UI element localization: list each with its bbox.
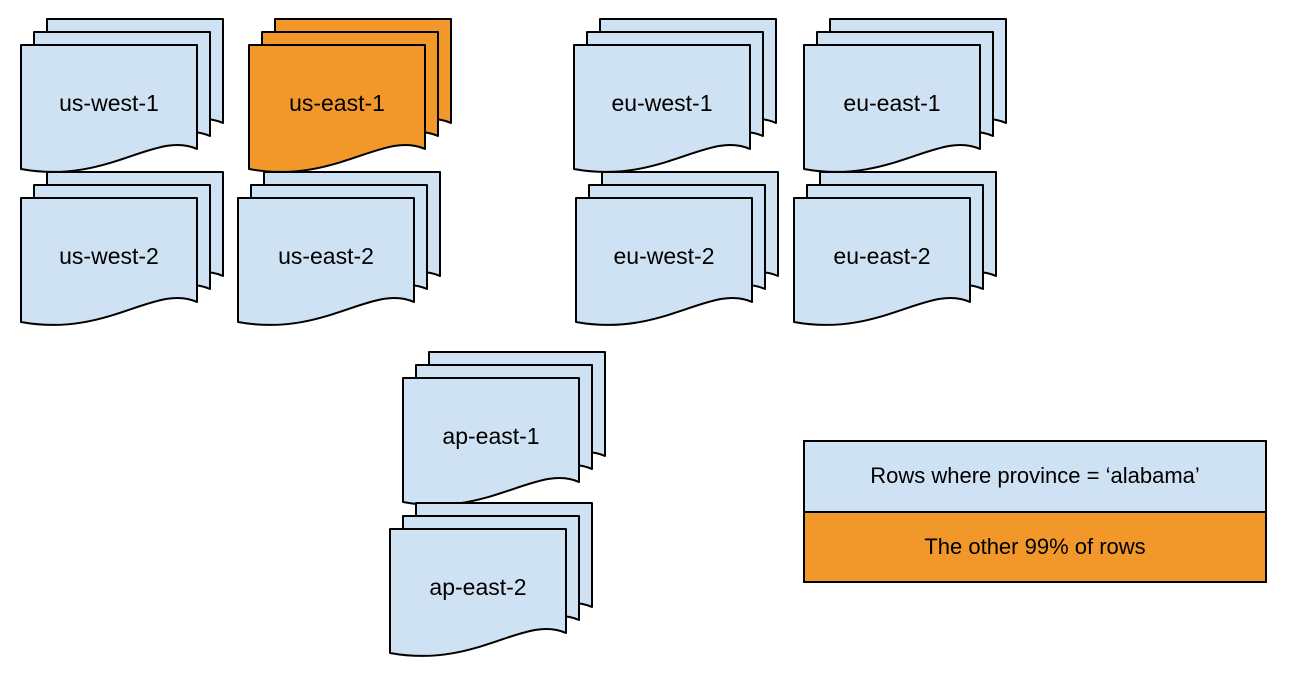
document-stack-icon — [20, 171, 224, 326]
region-label-eu-east-1: eu-east-1 — [843, 90, 941, 116]
region-label-us-west-2: us-west-2 — [59, 243, 159, 269]
document-stack-icon — [793, 171, 997, 326]
region-doc-stack-us-east-2: us-east-2 — [237, 171, 441, 327]
region-label-us-west-1: us-west-1 — [59, 90, 159, 116]
region-doc-stack-us-east-1: us-east-1 — [248, 18, 452, 174]
region-label-us-east-2: us-east-2 — [278, 243, 374, 269]
region-label-eu-west-2: eu-west-2 — [613, 243, 715, 269]
region-label-eu-east-2: eu-east-2 — [833, 243, 931, 269]
region-label-eu-west-1: eu-west-1 — [611, 90, 713, 116]
region-label-us-east-1: us-east-1 — [289, 90, 385, 116]
region-doc-stack-ap-east-2: ap-east-2 — [389, 502, 593, 658]
region-doc-stack-us-west-1: us-west-1 — [20, 18, 224, 174]
document-stack-icon — [237, 171, 441, 326]
legend-item-alabama-rows: Rows where province = ‘alabama’ — [805, 442, 1265, 511]
legend: Rows where province = ‘alabama’ The othe… — [803, 440, 1267, 583]
document-stack-icon — [803, 18, 1007, 173]
legend-item-label: Rows where province = ‘alabama’ — [870, 463, 1200, 489]
region-doc-stack-eu-east-1: eu-east-1 — [803, 18, 1007, 174]
document-stack-icon — [402, 351, 606, 506]
region-doc-stack-eu-east-2: eu-east-2 — [793, 171, 997, 327]
region-doc-stack-eu-west-1: eu-west-1 — [573, 18, 777, 174]
region-label-ap-east-1: ap-east-1 — [442, 423, 540, 449]
legend-item-label: The other 99% of rows — [924, 533, 1146, 559]
document-stack-icon — [573, 18, 777, 173]
document-stack-icon — [20, 18, 224, 173]
region-label-ap-east-2: ap-east-2 — [429, 574, 527, 600]
document-stack-icon — [248, 18, 452, 173]
document-stack-icon — [575, 171, 779, 326]
region-doc-stack-us-west-2: us-west-2 — [20, 171, 224, 327]
legend-item-other-rows: The other 99% of rows — [805, 510, 1265, 581]
document-stack-icon — [389, 502, 593, 657]
region-doc-stack-ap-east-1: ap-east-1 — [402, 351, 606, 507]
region-doc-stack-eu-west-2: eu-west-2 — [575, 171, 779, 327]
